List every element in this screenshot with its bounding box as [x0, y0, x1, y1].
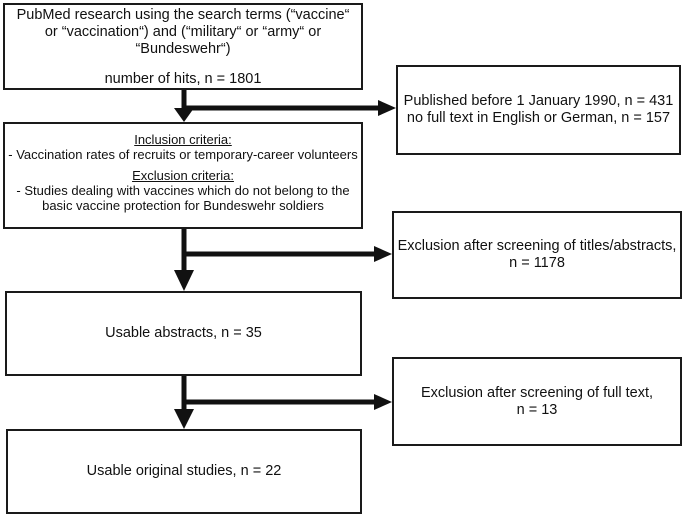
inclusion-text: - Vaccination rates of recruits or tempo…	[8, 147, 358, 162]
exclusion-box-1: Published before 1 January 1990, n = 431…	[396, 65, 681, 155]
original-studies-box: Usable original studies, n = 22	[6, 429, 362, 514]
exclusion-title: Exclusion criteria:	[132, 168, 234, 183]
exclusion-2-line-1: Exclusion after screening of titles/abst…	[397, 238, 677, 254]
search-box: PubMed research using the search terms (…	[3, 3, 363, 90]
abstracts-box: Usable abstracts, n = 35	[5, 291, 362, 376]
exclusion-box-3: Exclusion after screening of full text, …	[392, 357, 682, 446]
exclusion-line-2: basic vaccine protection for Bundeswehr …	[42, 198, 324, 213]
arrowhead-to-criteria	[174, 108, 194, 122]
exclusion-box-2: Exclusion after screening of titles/abst…	[392, 211, 682, 299]
arrowhead-to-exclusion-3	[374, 394, 392, 410]
search-line-3: “Bundeswehr“)	[135, 41, 231, 57]
arrowhead-to-original	[174, 409, 194, 429]
exclusion-1-line-1: Published before 1 January 1990, n = 431	[403, 93, 674, 109]
abstracts-text: Usable abstracts, n = 35	[105, 325, 262, 341]
search-hits: number of hits, n = 1801	[104, 71, 262, 87]
exclusion-2-line-2: n = 1178	[509, 255, 565, 271]
criteria-box: Inclusion criteria: - Vaccination rates …	[3, 122, 363, 229]
inclusion-title: Inclusion criteria:	[134, 132, 232, 147]
arrowhead-to-abstracts	[174, 270, 194, 291]
search-line-1: PubMed research using the search terms (…	[16, 7, 350, 23]
search-line-2: or “vaccination“) and (“military“ or “ar…	[44, 24, 322, 40]
original-studies-text: Usable original studies, n = 22	[86, 463, 282, 479]
arrowhead-to-exclusion-1	[378, 100, 396, 116]
exclusion-line-1: - Studies dealing with vaccines which do…	[16, 183, 350, 198]
arrowhead-to-exclusion-2	[374, 246, 392, 262]
exclusion-1-line-2: no full text in English or German, n = 1…	[406, 110, 671, 126]
exclusion-3-line-2: n = 13	[516, 401, 558, 418]
exclusion-3-line-1: Exclusion after screening of full text,	[420, 384, 654, 401]
